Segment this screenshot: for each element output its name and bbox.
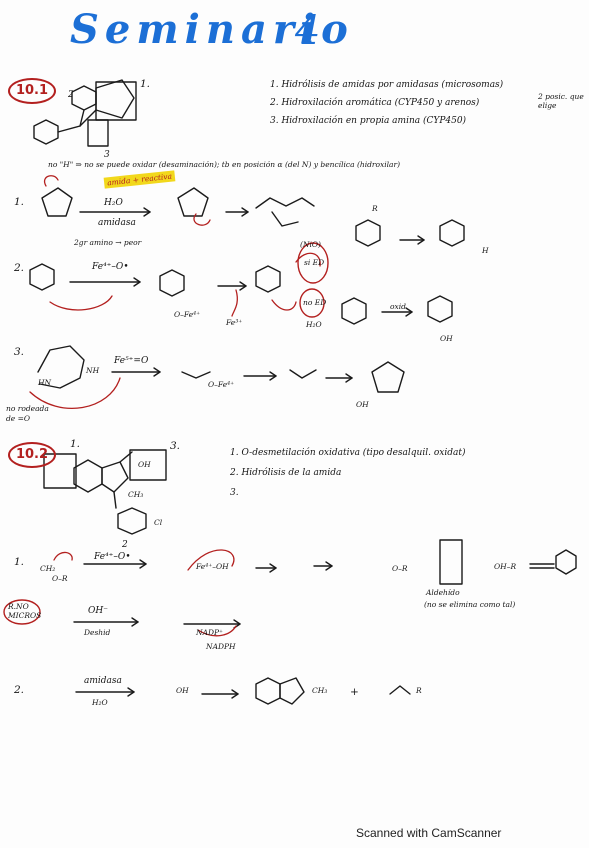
s2-r1-oh-r: OH–R — [494, 562, 517, 571]
r2-top-ring — [355, 219, 381, 247]
section-10-2-label: 10.2 — [8, 442, 56, 468]
section-10-1-label: 10.1 — [8, 78, 56, 104]
s1-r2-oxid: oxid — [390, 302, 406, 311]
s2-r2-reagent: H₂O — [92, 698, 108, 707]
r3-product-ring — [371, 361, 405, 393]
s1-r1-step: 1. — [14, 196, 25, 208]
r1-hydantoin — [41, 187, 73, 217]
s1-r2-h: H — [482, 246, 489, 255]
s1-r1-reagent: H₂O — [104, 198, 123, 208]
mol1-ring — [95, 79, 135, 119]
s1-r3-hn: HN — [38, 378, 52, 387]
s1-r3-oh: OH — [356, 400, 369, 409]
s2-r2-r: R — [416, 686, 422, 695]
scanner-footer: Scanned with CamScanner — [356, 826, 502, 840]
r3-ring — [37, 345, 85, 389]
mol2-label-3: 3. — [170, 440, 181, 452]
r2-indole-benzo — [255, 677, 281, 705]
r2-intermediate — [159, 269, 185, 297]
s1-r2-nio: (NiO) — [300, 240, 321, 249]
s2-r1-ch2: CH₂ — [40, 564, 56, 573]
s1-r2-si-ed: si ED — [304, 258, 325, 267]
s2-r2-oh: OH — [176, 686, 189, 695]
s2-r2-step: 2. — [14, 684, 25, 696]
page-title: Seminario — [70, 6, 354, 53]
s2-r1-or: O–R — [52, 574, 68, 583]
s2-r1-fe-oh: Fe⁴⁺–OH — [196, 562, 229, 571]
s2-r1b-tag: R.NO MICROS — [8, 602, 42, 620]
s2-r1-aldehyde: Aldehído — [426, 588, 460, 597]
mol2-chlorophenyl — [117, 507, 147, 535]
s1-r3-step: 3. — [14, 346, 25, 358]
r2-indole-pyrrole — [279, 677, 305, 705]
r2-benzene — [29, 263, 55, 291]
mol2-ch3: CH₃ — [128, 490, 144, 499]
s1-r2-r: R — [372, 204, 378, 213]
r2-catechol — [427, 295, 453, 323]
page-title-number: 4 — [295, 8, 321, 54]
mol1-label-3: 3 — [104, 150, 110, 160]
mol2-oh: OH — [138, 460, 151, 469]
s1-r1-enzyme: amidasa — [98, 218, 136, 228]
mol2-label-1: 1. — [70, 438, 81, 450]
mol2-label-2: 2 — [122, 540, 128, 550]
r2-top-product — [439, 219, 465, 247]
s1-r2-fe3: Fe³⁺ — [226, 318, 243, 327]
s2-r1-step: 1. — [14, 556, 25, 568]
mol1-phenyl-left — [33, 119, 59, 145]
mol1-label-1: 1. — [140, 78, 151, 90]
s1-r2-step: 2. — [14, 262, 25, 274]
mol1-label-2: 2 — [68, 90, 74, 100]
r1-phenol — [555, 549, 577, 575]
s2-r1-or-2: O–R — [392, 564, 408, 573]
s1-r1-note: 2gr amino → peor — [74, 238, 142, 247]
s2-r2-enzyme: amidasa — [84, 676, 122, 686]
s2-item-2: 2. Hidrólisis de la amida — [230, 468, 342, 478]
s2-item-1: 1. O-desmetilación oxidativa (tipo desal… — [230, 448, 466, 458]
s2-r2-plus: + — [350, 686, 359, 698]
r1-product-ring — [177, 187, 209, 217]
s1-side-note: 2 posic. que elige — [538, 92, 584, 110]
s1-r2-no-ed: no ED — [303, 298, 327, 307]
s2-r1b-note: Deshid — [84, 628, 111, 637]
s2-r1b-cofactor2: NADPH — [206, 642, 236, 651]
s2-r1b-reagent: OH⁻ — [88, 606, 108, 616]
s2-r1-reagent: Fe⁴⁺–O• — [94, 552, 131, 562]
mol2-cl: Cl — [154, 518, 163, 527]
s1-r3-nh: NH — [86, 366, 100, 375]
mol1-phenyl-top — [71, 85, 97, 111]
s1-r3-note: no rodeada de =O — [6, 404, 49, 423]
s1-r2-oh: OH — [440, 334, 453, 343]
s1-r2-water: H₂O — [306, 320, 322, 329]
s2-item-3: 3. — [230, 488, 239, 498]
s1-item-2: 2. Hidroxilación aromática (CYP450 y are… — [270, 98, 480, 108]
s2-r2-ch3: CH₃ — [312, 686, 328, 695]
r2-arene-oxide — [255, 265, 281, 293]
s1-r2-feo: O–Fe⁴⁺ — [174, 310, 201, 319]
s1-note: no "H" ⇒ no se puede oxidar (desaminació… — [48, 160, 401, 169]
s1-item-1: 1. Hidrólisis de amidas por amidasas (mi… — [270, 80, 504, 90]
s2-r1b-cofactor: NADP⁺ — [196, 628, 223, 637]
s2-r1-product-note: (no se elimina como tal) — [424, 600, 516, 609]
s1-r3-reagent: Fe⁵⁺=O — [114, 356, 149, 366]
mol2-benzo — [73, 459, 103, 493]
mol2-pyrrole — [101, 461, 129, 493]
s1-r3-feo: O–Fe⁴⁺ — [208, 380, 235, 389]
r1-open-chain — [255, 197, 315, 209]
s1-r2-reagent: Fe⁴⁺–O• — [92, 262, 129, 272]
s1-item-3: 3. Hidroxilación en propia amina (CYP450… — [270, 116, 467, 126]
r2-diol-ring — [341, 297, 367, 325]
